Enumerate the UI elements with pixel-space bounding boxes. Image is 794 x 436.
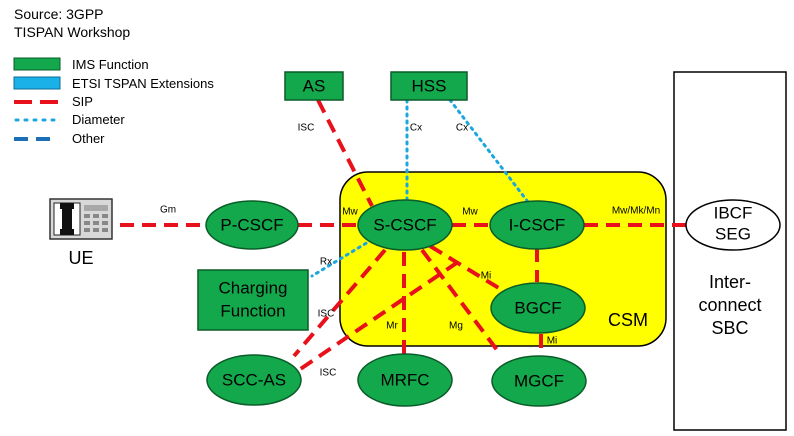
ibcf-label-line2: SEG <box>715 224 751 243</box>
sccas-label: SCC-AS <box>222 370 286 389</box>
as-node[interactable] <box>284 71 344 101</box>
source-line-1: Source: 3GPP <box>14 6 104 22</box>
sbc-label-line1: Inter- <box>709 272 751 292</box>
source-line-2: TISPAN Workshop <box>14 24 130 40</box>
icscf-node[interactable] <box>489 200 585 250</box>
link-icscf-sccas <box>294 260 460 374</box>
legend: IMS Function ETSI TSPAN Extensions SIP D… <box>13 57 214 146</box>
legend-sip-label: SIP <box>72 94 93 109</box>
link-scscf-bgcf <box>428 244 504 292</box>
icscf-label: I-CSCF <box>509 215 566 234</box>
ibcf-label-line1: IBCF <box>714 203 753 222</box>
iface-mi-bm: Mi <box>547 336 558 347</box>
charging-label-line1: Charging <box>219 278 288 297</box>
scscf-node[interactable] <box>357 199 453 251</box>
phone-icon[interactable] <box>49 198 113 240</box>
iface-mw-si: Mw <box>462 207 478 218</box>
charging-function-node[interactable] <box>197 269 309 331</box>
pcscf-node[interactable] <box>205 200 299 250</box>
charging-label-line2: Function <box>220 301 285 320</box>
scscf-label: S-CSCF <box>373 215 436 234</box>
mrfc-node[interactable] <box>357 353 453 407</box>
sbc-label-line3: SBC <box>711 318 748 338</box>
legend-etsi-swatch <box>13 76 61 90</box>
iface-isc-as: ISC <box>298 123 315 134</box>
mrfc-label: MRFC <box>380 370 429 389</box>
interconnect-sbc-box <box>673 71 787 431</box>
link-scscf-sccas <box>292 248 387 358</box>
iface-isc-scc: ISC <box>320 368 337 379</box>
mgcf-node[interactable] <box>491 355 587 407</box>
sccas-node[interactable] <box>206 354 302 406</box>
legend-ims-swatch <box>13 57 61 71</box>
iface-rx: Rx <box>320 257 332 268</box>
bgcf-node[interactable] <box>490 282 586 334</box>
iface-cx-i: Cx <box>456 123 468 134</box>
hss-label: HSS <box>412 76 447 95</box>
link-as-scscf <box>316 99 374 207</box>
bgcf-label: BGCF <box>514 298 561 317</box>
legend-ims-label: IMS Function <box>72 57 149 72</box>
ue-label: UE <box>68 248 93 268</box>
iface-mr: Mr <box>386 321 398 332</box>
hss-node[interactable] <box>390 71 468 101</box>
legend-other-label: Other <box>72 131 105 146</box>
iface-mw-ps: Mw <box>342 207 358 218</box>
iface-mi-ib: Mi <box>481 271 492 282</box>
link-scscf-charging <box>310 234 380 278</box>
iface-isc-charging: ISC <box>318 309 335 320</box>
legend-diameter-label: Diameter <box>72 112 125 127</box>
sbc-label-line2: connect <box>698 295 761 315</box>
iface-gm: Gm <box>160 205 176 216</box>
iface-mg: Mg <box>449 321 463 332</box>
iface-cx-s: Cx <box>410 123 422 134</box>
ibcf-seg-node[interactable] <box>685 199 781 251</box>
csm-label: CSM <box>608 310 648 330</box>
link-hss-icscf <box>448 98 530 204</box>
as-label: AS <box>303 76 326 95</box>
pcscf-label: P-CSCF <box>220 215 283 234</box>
legend-etsi-label: ETSI TSPAN Extensions <box>72 76 214 91</box>
sip-links <box>120 99 686 374</box>
iface-mw-ext: Mw/Mk/Mn <box>612 206 660 217</box>
mgcf-label: MGCF <box>514 371 564 390</box>
diameter-links <box>310 98 530 278</box>
